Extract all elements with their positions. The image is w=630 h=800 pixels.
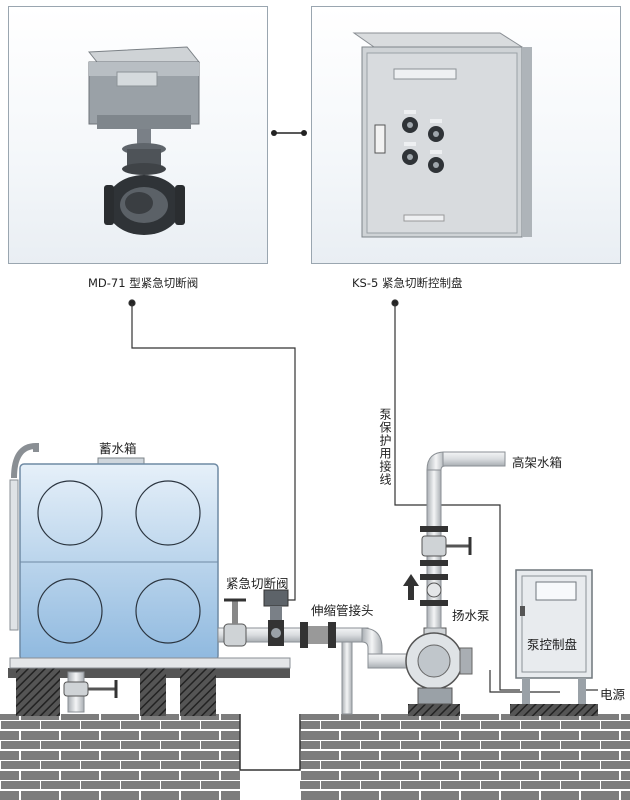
drain-valve xyxy=(63,671,118,713)
emergency-valve-label: 紧急切断阀 xyxy=(226,576,289,591)
storage-tank xyxy=(9,442,291,669)
panel-photo-caption: KS-5 紧急切断控制盘 xyxy=(352,276,463,290)
flow-arrow-icon xyxy=(403,574,419,600)
elevated-tank-label: 高架水箱 xyxy=(512,455,563,470)
valve-photo-frame xyxy=(8,6,268,264)
emergency-cutoff-valve xyxy=(263,589,289,646)
panel-photo-frame xyxy=(311,6,621,264)
power-supply-label: 电源 xyxy=(600,687,626,702)
lift-pump xyxy=(405,627,473,705)
expansion-joint xyxy=(300,622,336,648)
control-wiring xyxy=(128,299,560,693)
valve-photo-caption: MD-71 型紧急切断阀 xyxy=(88,276,199,290)
butterfly-valve-icon xyxy=(87,46,201,235)
storage-tank-label: 蓄水箱 xyxy=(99,441,137,456)
gate-valve-1 xyxy=(223,598,247,647)
photo-link-connector xyxy=(271,130,307,136)
control-panel-icon xyxy=(352,32,532,238)
brick-ground xyxy=(0,714,630,800)
pump-protection-wiring-label: 泵保护用接线 xyxy=(378,408,392,486)
riser-pipe xyxy=(420,451,506,629)
pump-control-panel-label: 泵控制盘 xyxy=(527,637,578,652)
foundations xyxy=(8,668,598,716)
lift-pump-label: 扬水泵 xyxy=(452,608,490,623)
expansion-joint-label: 伸缩管接头 xyxy=(311,603,374,618)
pump-control-panel xyxy=(515,569,598,704)
